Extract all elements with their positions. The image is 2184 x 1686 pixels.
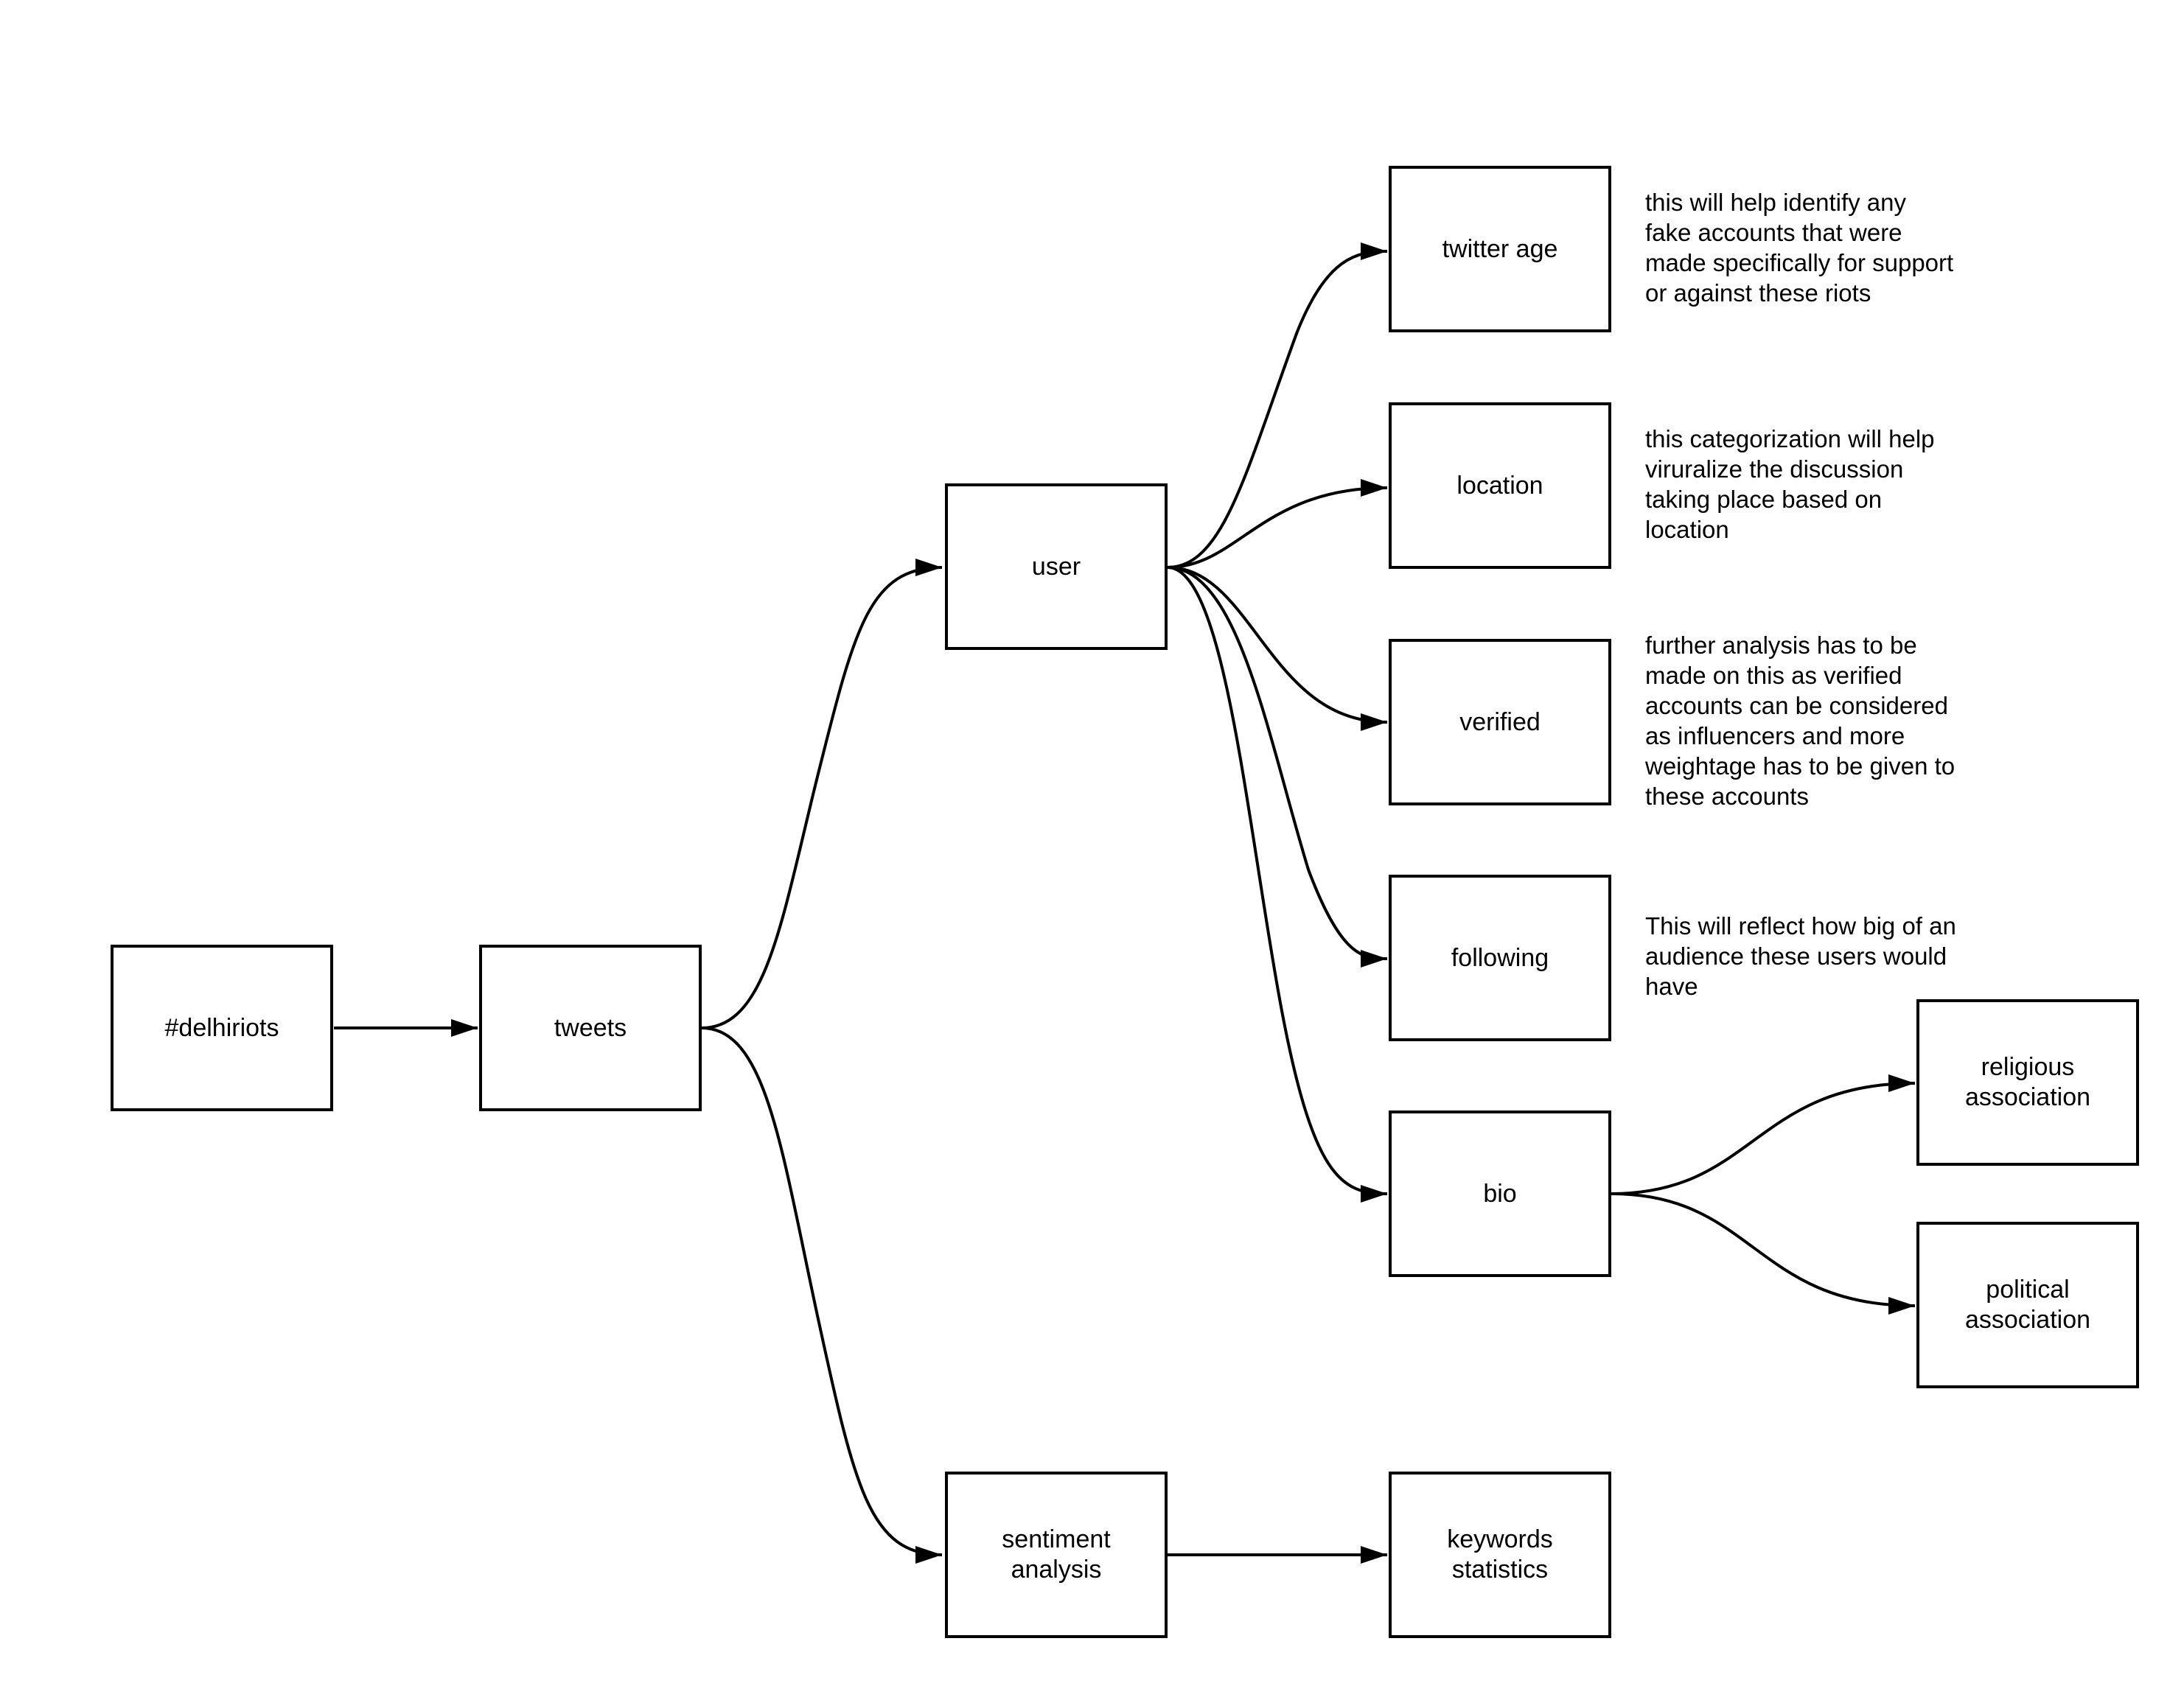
arrow-user-to-verified: [1167, 566, 1388, 731]
node-political-association: political association: [1916, 1222, 2139, 1388]
node-twitter-age: twitter age: [1389, 166, 1611, 332]
node-bio-label: bio: [1483, 1179, 1517, 1208]
node-user-label: user: [1031, 552, 1081, 581]
arrow-user-to-following: [1167, 566, 1388, 968]
node-political-association-label: political association: [1964, 1276, 2091, 1334]
node-twitter-age-label: twitter age: [1442, 234, 1558, 263]
node-user: user: [945, 483, 1168, 650]
arrow-bio-to-political: [1611, 1192, 1916, 1315]
node-delhiriots-label: #delhiriots: [164, 1013, 279, 1042]
note-following: This will reflect how big of an audience…: [1645, 912, 1956, 1000]
node-sentiment-analysis-label: sentiment analysis: [1002, 1525, 1111, 1584]
node-bio: bio: [1389, 1110, 1611, 1277]
node-following-label: following: [1451, 943, 1549, 972]
node-sentiment-analysis: sentiment analysis: [945, 1472, 1168, 1638]
node-location-label: location: [1456, 471, 1543, 500]
arrow-user-to-twitter-age: [1167, 242, 1388, 569]
node-tweets-label: tweets: [554, 1013, 627, 1042]
arrow-user-to-bio: [1167, 566, 1388, 1203]
node-verified-label: verified: [1459, 707, 1541, 736]
node-religious-association: religious association: [1916, 999, 2139, 1166]
node-verified: verified: [1389, 639, 1611, 805]
node-tweets: tweets: [479, 945, 702, 1111]
note-verified: further analysis has to be made on this …: [1645, 632, 1956, 810]
node-location: location: [1389, 402, 1611, 569]
arrow-user-to-location: [1167, 479, 1388, 569]
arrow-tweets-to-user: [701, 559, 943, 1029]
node-religious-association-label: religious association: [1964, 1053, 2091, 1111]
node-following: following: [1389, 875, 1611, 1041]
node-delhiriots: #delhiriots: [111, 945, 333, 1111]
note-location: this categorization will help viruralize…: [1645, 425, 1935, 543]
arrow-bio-to-religious: [1611, 1074, 1916, 1195]
arrow-tweets-to-sentiment: [701, 1026, 943, 1564]
node-keywords-statistics: keywords statistics: [1389, 1472, 1611, 1638]
node-keywords-statistics-label: keywords statistics: [1447, 1525, 1553, 1584]
note-twitter-age: this will help identify any fake account…: [1645, 189, 1954, 307]
